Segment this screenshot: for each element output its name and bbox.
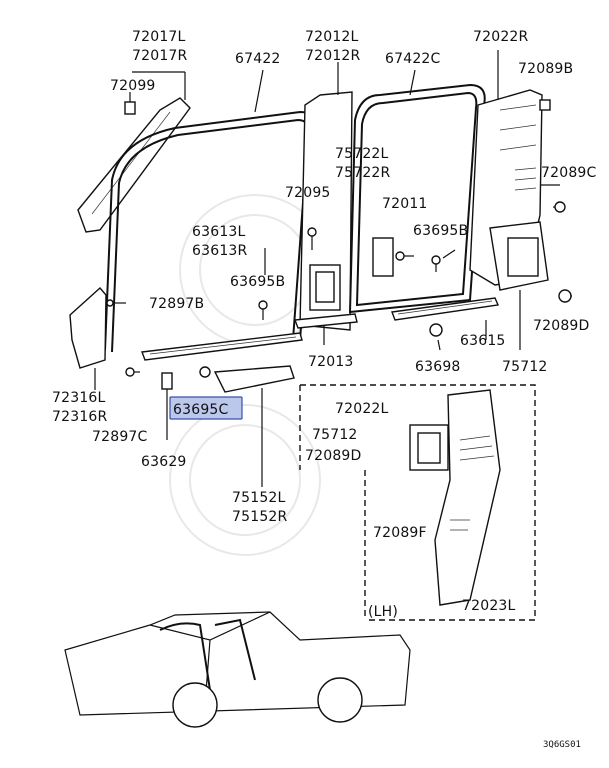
label-72022R: 72022R: [473, 29, 529, 45]
label-72897C: 72897C: [92, 429, 148, 445]
label-72089D-lh: 72089D: [305, 448, 362, 464]
label-72012L: 72012L: [305, 29, 359, 45]
label-75152L: 75152L: [232, 490, 286, 506]
label-72316L: 72316L: [52, 390, 106, 406]
clip-63629: [161, 372, 173, 440]
label-72897B: 72897B: [149, 296, 204, 312]
label-72089B: 72089B: [518, 61, 573, 77]
label-lh: (LH): [368, 604, 398, 620]
label-63698: 63698: [415, 359, 461, 375]
label-75722R: 75722R: [335, 165, 391, 181]
label-72316R: 72316R: [52, 409, 108, 425]
label-72013: 72013: [308, 354, 354, 370]
label-67422: 67422: [235, 51, 281, 67]
label-67422C: 67422C: [385, 51, 441, 67]
label-75712-lh: 75712: [312, 427, 358, 443]
label-63695B-left: 63695B: [230, 274, 285, 290]
part-labels: 72017L 72017R 67422 72012L 72012R 67422C…: [52, 29, 597, 750]
kick-panel: [69, 286, 107, 390]
label-75722L: 75722L: [335, 146, 389, 162]
center-pillar-trim: [299, 62, 353, 331]
label-63695B-right: 63695B: [413, 223, 468, 239]
label-72011: 72011: [382, 196, 428, 212]
label-63695C: 63695C: [173, 402, 229, 418]
label-72017R: 72017R: [132, 48, 188, 64]
cover-75152: [213, 365, 295, 487]
label-63629: 63629: [141, 454, 187, 470]
label-72012R: 72012R: [305, 48, 361, 64]
label-72089C: 72089C: [541, 165, 597, 181]
truck-illustration: [64, 611, 411, 728]
label-72089F: 72089F: [373, 525, 427, 541]
screws: [106, 201, 572, 378]
diagram-code: 3Q6GS01: [543, 740, 581, 750]
lh-inset-frame: [299, 384, 536, 621]
rear-scuff-plate: [391, 297, 500, 321]
front-scuff-plate: [141, 332, 303, 361]
clip-72099: [124, 92, 136, 115]
label-75712-right: 75712: [502, 359, 548, 375]
label-72017L: 72017L: [132, 29, 186, 45]
label-72023L: 72023L: [462, 598, 516, 614]
label-72089D: 72089D: [533, 318, 590, 334]
label-72022L: 72022L: [335, 401, 389, 417]
rear-door-weatherstrip: [348, 69, 486, 314]
lh-quarter-trim: [409, 389, 501, 606]
highlight-63695C: [169, 396, 243, 420]
label-63613L: 63613L: [192, 224, 246, 240]
label-63613R: 63613R: [192, 243, 248, 259]
label-63615: 63615: [460, 333, 506, 349]
a-pillar-trim: [77, 71, 191, 233]
label-72095: 72095: [285, 185, 331, 201]
assist-grip-75712: [489, 221, 549, 291]
center-scuff-plate: [294, 313, 358, 329]
label-75152R: 75152R: [232, 509, 288, 525]
front-door-weatherstrip: [104, 69, 318, 353]
label-72099: 72099: [110, 78, 156, 94]
grip-75722: [372, 237, 394, 277]
leader-lines: [264, 184, 560, 351]
